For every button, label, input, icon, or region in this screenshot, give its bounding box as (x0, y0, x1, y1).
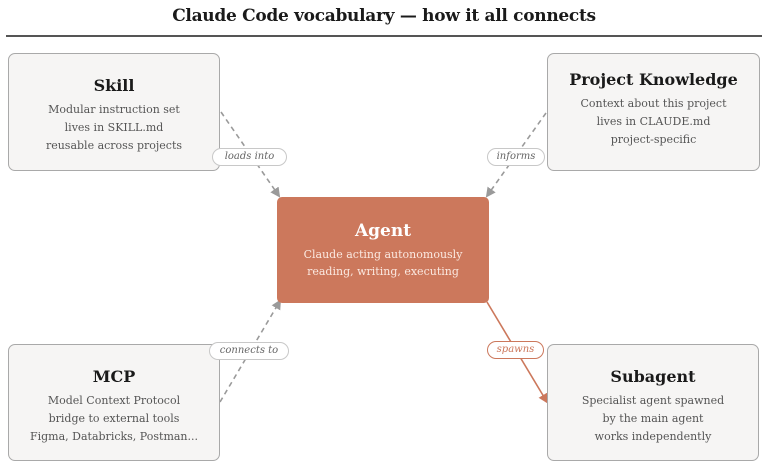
node-agent-title: Agent (354, 221, 412, 241)
node-project-knowledge-line: lives in CLAUDE.md (596, 115, 711, 128)
node-mcp-line: bridge to external tools (48, 412, 180, 425)
node-project-knowledge-line: project-specific (610, 133, 697, 146)
node-project-knowledge-title: Project Knowledge (569, 70, 738, 89)
node-subagent-line: by the main agent (602, 412, 704, 425)
node-skill-line: Modular instruction set (48, 103, 180, 116)
edge-label-spawns: spawns (487, 341, 544, 359)
node-mcp-line: Figma, Databricks, Postman... (29, 430, 199, 443)
node-project-knowledge-line: Context about this project (580, 97, 727, 110)
edge-label-informs: informs (487, 148, 545, 166)
node-subagent: Subagent Specialist agent spawned by the… (547, 344, 759, 461)
node-mcp-line: Model Context Protocol (47, 394, 181, 407)
title-divider (6, 35, 762, 37)
edge-project-knowledge-to-agent (485, 112, 547, 198)
diagram-title: Claude Code vocabulary — how it all conn… (172, 6, 596, 26)
node-subagent-line: works independently (594, 430, 712, 443)
edge-label-loads-into: loads into (212, 148, 287, 166)
node-mcp: MCP Model Context Protocol bridge to ext… (8, 344, 220, 461)
edge-skill-to-agent (220, 111, 281, 198)
node-agent-line: Claude acting autonomously (303, 248, 463, 261)
node-subagent-line: Specialist agent spawned (581, 394, 725, 407)
edge-label-connects-to: connects to (209, 342, 289, 360)
node-mcp-title: MCP (92, 367, 136, 386)
node-skill: Skill Modular instruction set lives in S… (8, 53, 220, 171)
node-subagent-title: Subagent (610, 367, 696, 386)
node-project-knowledge: Project Knowledge Context about this pro… (547, 53, 760, 171)
node-skill-line: reusable across projects (45, 139, 183, 152)
node-skill-line: lives in SKILL.md (64, 121, 164, 134)
node-skill-title: Skill (93, 76, 135, 95)
node-agent: Agent Claude acting autonomously reading… (277, 197, 489, 303)
node-agent-line: reading, writing, executing (307, 265, 459, 278)
